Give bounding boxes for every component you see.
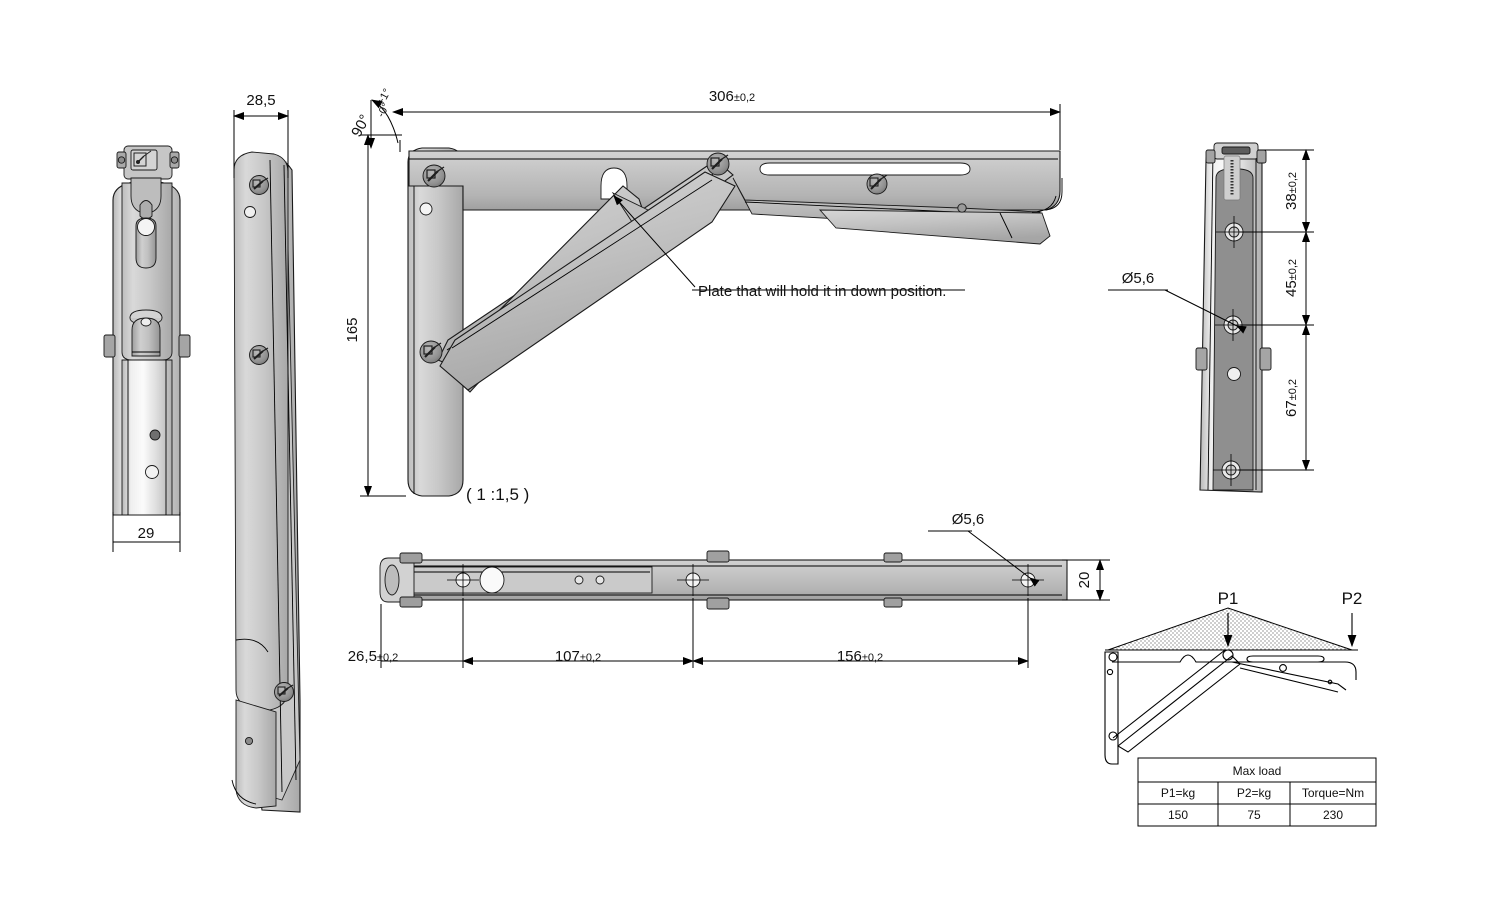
screw-main-hinge xyxy=(706,152,730,176)
screw-main-mid xyxy=(866,173,888,195)
p2-label: P2 xyxy=(1342,589,1363,608)
hole-right-2 xyxy=(1215,309,1251,341)
dim-265-text: 26,5±0,2 xyxy=(348,648,399,665)
dim-107-text: 107±0,2 xyxy=(555,648,601,665)
scale-note: ( 1 :1,5 ) xyxy=(466,485,529,504)
dia56-plan-text: Ø5,6 xyxy=(952,511,985,528)
hole-right-plain xyxy=(1227,367,1241,381)
dim-20-text: 20 xyxy=(1076,572,1093,589)
main-elevation-view xyxy=(407,147,1063,497)
dim-45-text: 45±0,2 xyxy=(1283,259,1300,297)
hole-side-upper xyxy=(244,206,256,218)
table-header-p1: P1=kg xyxy=(1161,786,1195,800)
screw-side-low xyxy=(274,682,294,702)
hole-front xyxy=(145,465,159,479)
dim-thickness-20: 20 xyxy=(1062,559,1110,601)
load-hatch-triangle xyxy=(1107,607,1353,651)
hole-right-1 xyxy=(1216,216,1252,248)
dim-right-67: 67±0,2 xyxy=(1238,324,1314,471)
dim-plan-156: 156±0,2 xyxy=(692,598,1029,668)
pin-hole-upper xyxy=(137,218,155,236)
dim-29-text: 29 xyxy=(138,525,155,542)
callout-dia56-right: Ø5,6 xyxy=(1108,270,1247,334)
dim-plan-265: 26,5±0,2 xyxy=(348,598,464,668)
screw-main-top-left xyxy=(422,164,446,188)
dim-right-45: 45±0,2 xyxy=(1240,231,1314,326)
p1-label: P1 xyxy=(1218,589,1239,608)
dim-285-text: 28,5 xyxy=(246,92,275,109)
screw-side-top xyxy=(249,175,269,195)
dim-angle-90: 90° +1° -0° xyxy=(348,87,399,149)
slot-cutout xyxy=(759,162,971,176)
product-label-micro xyxy=(1223,155,1241,201)
front-view-assembly xyxy=(103,145,191,516)
dim-306-text: 306±0,2 xyxy=(709,88,755,105)
plan-big-hole xyxy=(479,566,505,594)
table-value-torque: 230 xyxy=(1323,808,1343,822)
dim-angle-minus: -0° xyxy=(375,101,392,119)
screw-main-bottom-left xyxy=(419,340,443,364)
screw-side-mid xyxy=(249,345,269,365)
dim-side-width-285: 28,5 xyxy=(233,92,289,178)
side-view-folded xyxy=(231,151,301,813)
dim-height-165: 165 xyxy=(344,134,406,497)
dim-156-text: 156±0,2 xyxy=(837,648,883,665)
dim-165-text: 165 xyxy=(344,317,361,342)
dim-plan-107: 107±0,2 xyxy=(462,598,694,668)
table-header-torque: Torque=Nm xyxy=(1302,786,1364,800)
table-title: Max load xyxy=(1233,764,1282,778)
callout-text: Plate that will hold it in down position… xyxy=(698,283,946,300)
right-side-view xyxy=(1195,142,1272,493)
dia56-right-text: Ø5,6 xyxy=(1122,270,1155,287)
plan-view xyxy=(379,550,1068,610)
hole-main-blade xyxy=(957,203,967,213)
callout-dia56-plan: Ø5,6 xyxy=(928,511,1040,587)
table-header-p2: P2=kg xyxy=(1237,786,1271,800)
callout-plate-down-position: Plate that will hold it in down position… xyxy=(613,195,965,300)
hole-main-wallplate xyxy=(419,202,433,216)
plan-hole-1 xyxy=(447,564,479,596)
table-value-p1: 150 xyxy=(1168,808,1188,822)
plan-hole-2 xyxy=(677,564,709,596)
dim-38-text: 38±0,2 xyxy=(1283,172,1300,210)
hole-small-front xyxy=(149,429,161,441)
load-diagram: P1 P2 xyxy=(1104,589,1363,765)
dim-67-text: 67±0,2 xyxy=(1283,379,1300,417)
max-load-table: Max load P1=kg P2=kg Torque=Nm 150 75 23… xyxy=(1137,757,1377,827)
dim-front-width-29: 29 xyxy=(112,512,181,552)
dim-right-38: 38±0,2 xyxy=(1240,149,1314,233)
dim-length-306: 306±0,2 xyxy=(392,88,1061,152)
table-value-p2: 75 xyxy=(1247,808,1261,822)
hole-side-lower xyxy=(244,736,254,746)
clip-marking-icon xyxy=(133,150,152,167)
dim-angle-text: 90° xyxy=(348,112,374,140)
